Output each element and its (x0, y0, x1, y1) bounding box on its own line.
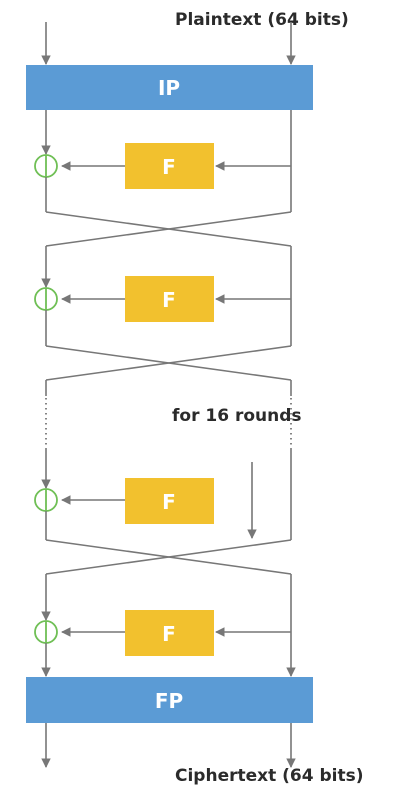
f-function-box-4 (125, 610, 214, 656)
initial-permutation-box (26, 65, 313, 110)
fp-label: FP (155, 689, 183, 713)
f-function-box-1 (125, 143, 214, 189)
xor-symbol-4 (34, 620, 58, 644)
xor-symbol-1 (34, 154, 58, 178)
f-label-2: F (162, 288, 176, 312)
rounds-label: for 16 rounds (172, 406, 302, 426)
crossover-line (45, 539, 292, 575)
ciphertext-label: Ciphertext (64 bits) (175, 766, 364, 786)
final-permutation-box (26, 677, 313, 723)
plaintext-label: Plaintext (64 bits) (175, 10, 349, 30)
ip-label: IP (158, 76, 180, 100)
xor-symbol-2 (34, 287, 58, 311)
crossover-line (45, 211, 292, 247)
crossover-line (45, 345, 292, 381)
f-function-box-2 (125, 276, 214, 322)
f-label-4: F (162, 622, 176, 646)
f-label-3: F (162, 490, 176, 514)
xor-symbol-3 (34, 488, 58, 512)
f-function-box-3 (125, 478, 214, 524)
f-label-1: F (162, 155, 176, 179)
